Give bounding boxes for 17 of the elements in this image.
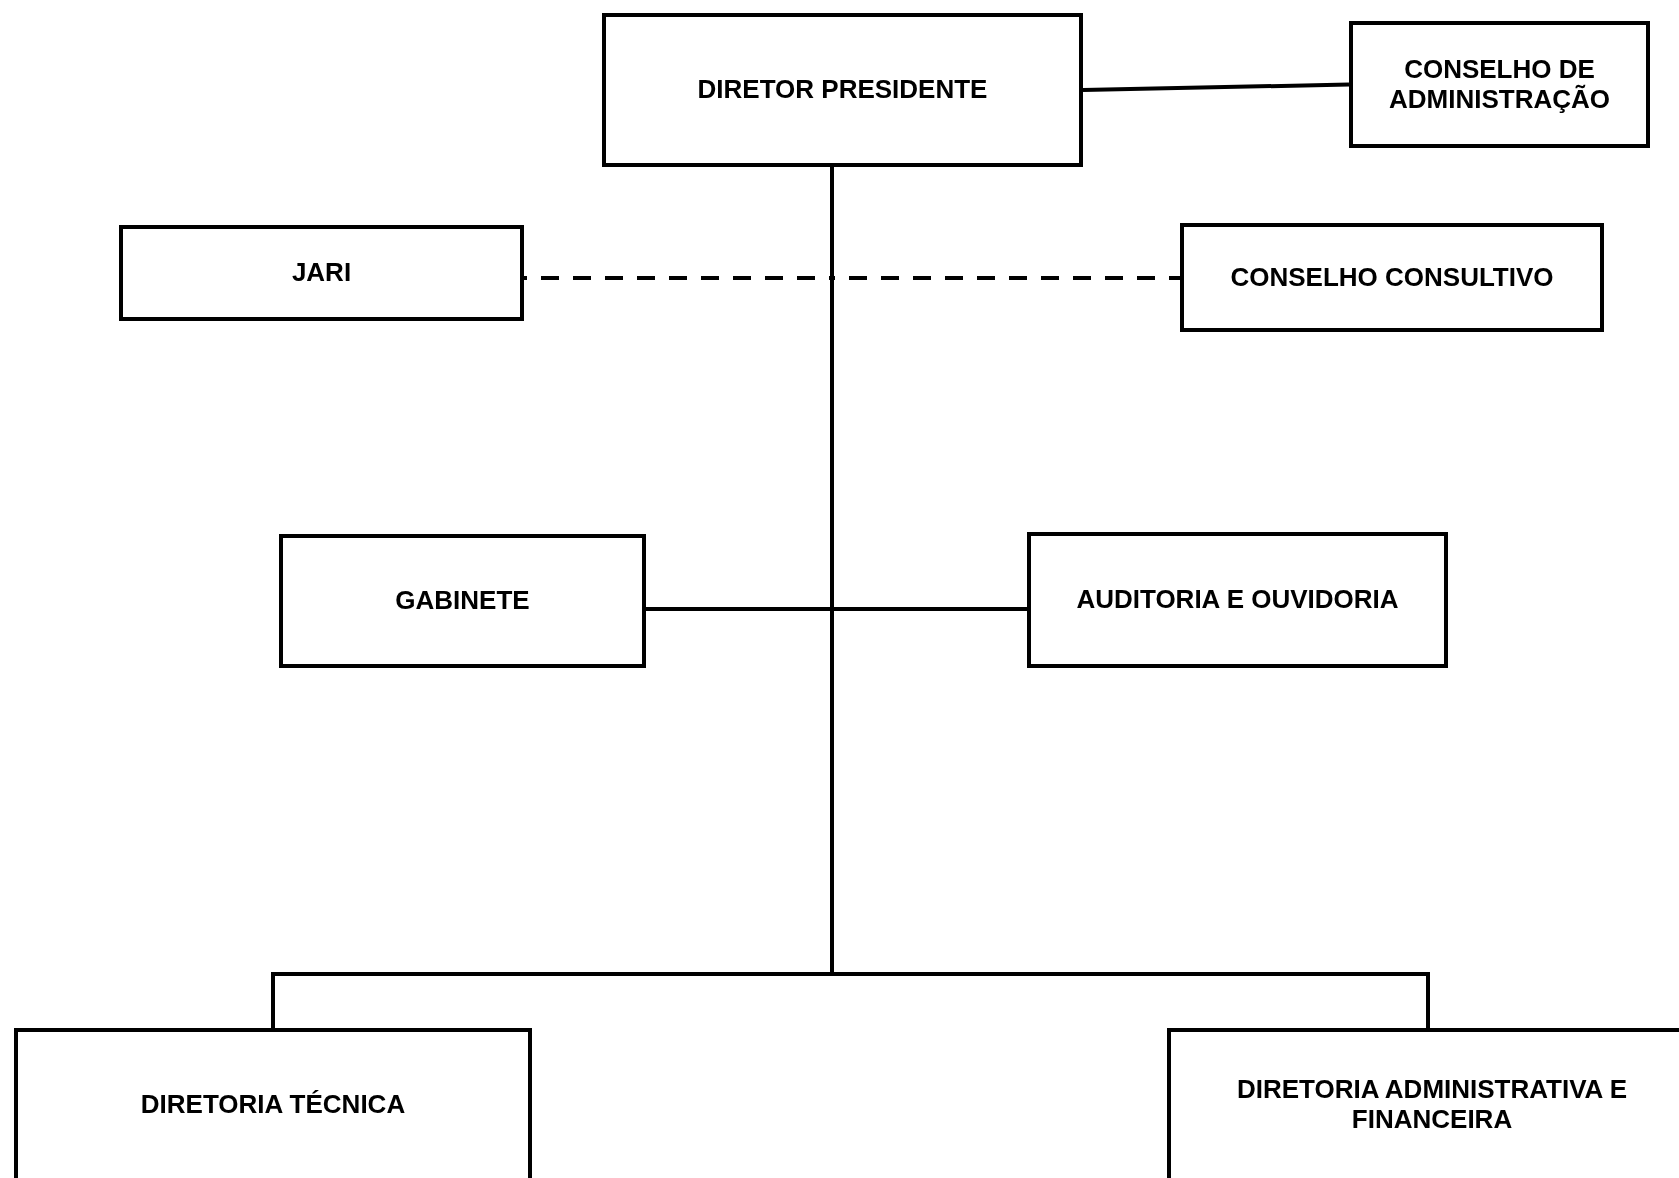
org-box — [14, 1028, 532, 1178]
org-box — [1167, 1028, 1679, 1178]
connector-line — [1082, 82, 1350, 92]
unit-name: DIRETORIA ADMINISTRATIVA E FINANCEIRA — [1236, 1075, 1628, 1135]
unit-name: CONSELHO CONSULTIVO — [1230, 262, 1554, 293]
org-box — [1027, 532, 1448, 668]
unit-name: JARI — [291, 258, 352, 288]
unit-name: DIRETORIA TÉCNICA — [140, 1090, 406, 1120]
org-box — [602, 13, 1083, 167]
unit-name: DIRETOR PRESIDENTE — [697, 75, 988, 105]
org-box — [1349, 21, 1650, 148]
unit-name: CONSELHO DE ADMINISTRAÇÃO — [1388, 54, 1611, 115]
unit-name: AUDITORIA E OUVIDORIA — [1076, 585, 1399, 615]
org-box — [279, 534, 646, 668]
org-box — [1180, 223, 1604, 332]
org-box — [119, 225, 524, 321]
unit-name: GABINETE — [395, 586, 530, 616]
